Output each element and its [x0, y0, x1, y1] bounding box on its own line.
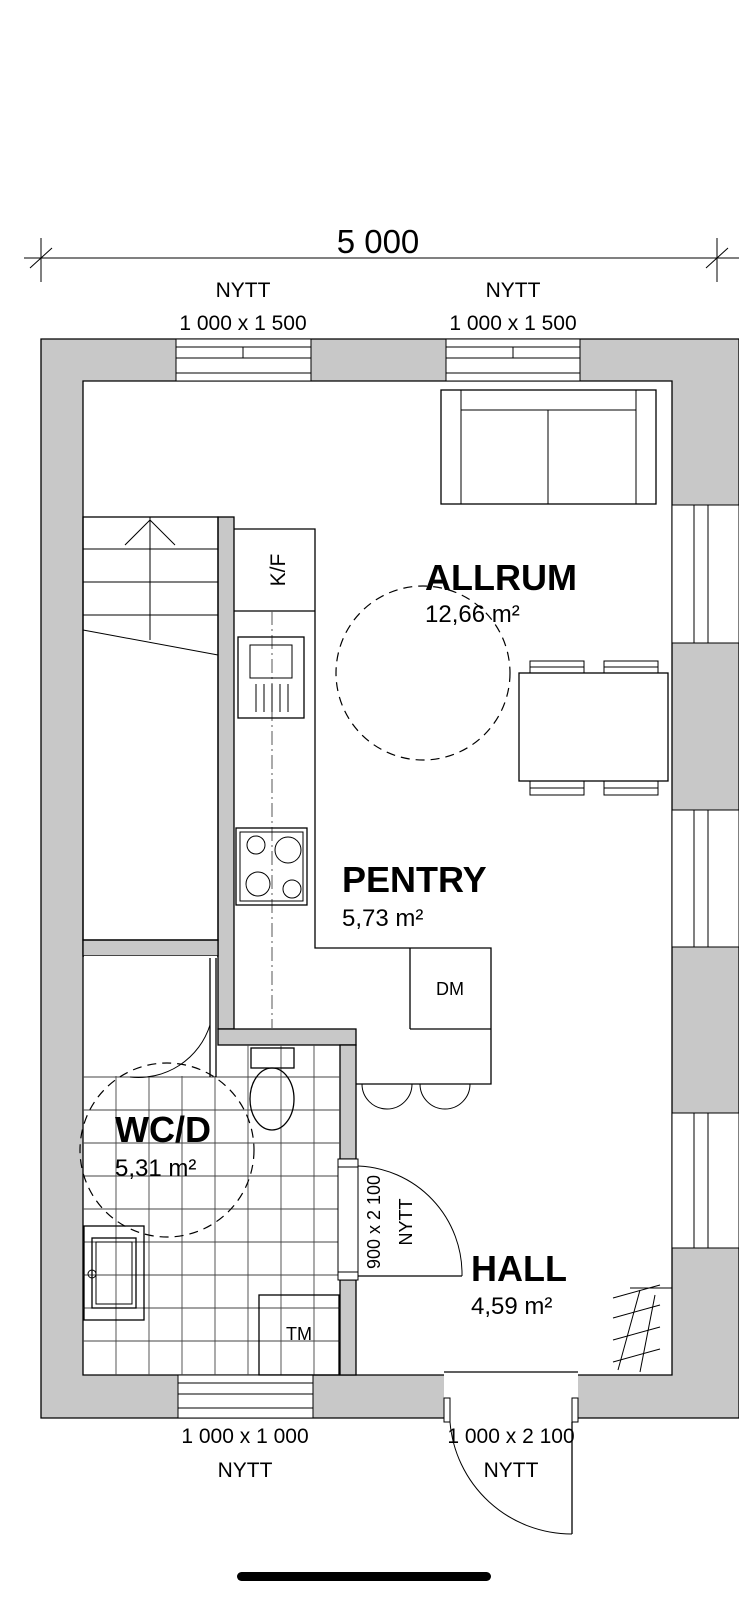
toilet — [249, 1047, 295, 1131]
turning-circle-allrum — [335, 585, 511, 761]
window-right-1 — [671, 504, 739, 644]
window-top-right-size: 1 000 x 1 500 — [449, 312, 576, 335]
window-top-left — [175, 338, 312, 382]
kitchen-counter: K/F DM — [234, 528, 492, 1110]
dining-table — [518, 660, 669, 796]
room-name-allrum: ALLRUM — [425, 557, 577, 598]
overall-dimension: 5 000 — [24, 223, 739, 282]
interior-door-status: NYTT — [396, 1199, 416, 1246]
wc-tile-floor — [83, 956, 340, 1375]
window-right-2 — [671, 809, 739, 948]
entrance-door-status: NYTT — [484, 1459, 539, 1482]
coat-rack — [612, 1284, 672, 1373]
interior-door-size: 900 x 2 100 — [364, 1175, 384, 1269]
entrance-door-size: 1 000 x 2 100 — [447, 1425, 574, 1448]
window-top-left-size: 1 000 x 1 500 — [179, 312, 306, 335]
fridge-freezer-label: K/F — [267, 554, 290, 587]
window-top-right-status: NYTT — [486, 279, 541, 302]
washing-machine-label: TM — [286, 1324, 312, 1344]
interior-door-wc: NYTT 900 x 2 100 — [337, 1158, 463, 1281]
entrance-door — [443, 1371, 579, 1535]
turning-circle-wc — [79, 1062, 255, 1238]
window-top-left-status: NYTT — [216, 279, 271, 302]
room-name-hall: HALL — [471, 1248, 567, 1289]
room-area-wcd: 5,31 m² — [115, 1155, 196, 1182]
washing-machine — [258, 1294, 340, 1376]
window-bottom-left — [177, 1374, 314, 1419]
room-area-pentry: 5,73 m² — [342, 905, 423, 932]
window-top-right — [445, 338, 581, 382]
window-bottom-status: NYTT — [218, 1459, 273, 1482]
room-name-wcd: WC/D — [115, 1109, 211, 1150]
home-indicator[interactable] — [237, 1572, 491, 1581]
sofa — [440, 389, 657, 505]
washbasin — [83, 1225, 145, 1321]
window-right-3 — [671, 1112, 739, 1249]
overall-width-label: 5 000 — [337, 223, 420, 260]
room-area-allrum: 12,66 m² — [425, 601, 520, 628]
window-bottom-size: 1 000 x 1 000 — [181, 1425, 308, 1448]
room-name-pentry: PENTRY — [342, 859, 487, 900]
room-area-hall: 4,59 m² — [471, 1293, 552, 1320]
dishwasher-label: DM — [436, 979, 464, 999]
staircase — [82, 516, 219, 941]
wc-top-door — [129, 958, 217, 1078]
